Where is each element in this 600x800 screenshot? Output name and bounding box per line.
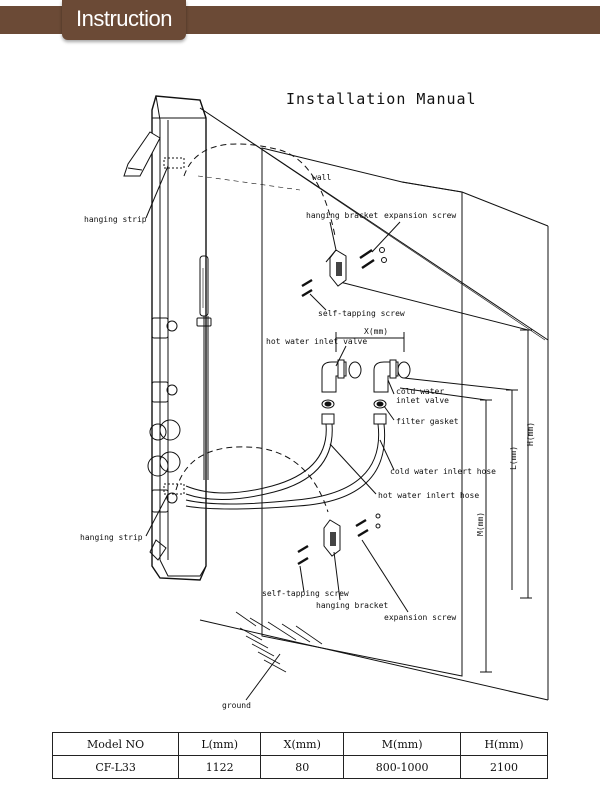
label-dim-m: M(mm): [476, 512, 485, 536]
label-ground: ground: [222, 701, 251, 710]
label-hanging-strip-top: hanging strip: [84, 215, 147, 224]
hot-inlet-hole: [348, 361, 362, 379]
cold-water-hose: [185, 423, 380, 505]
top-expansion-screws: [359, 247, 387, 269]
label-filter-gasket: filter gasket: [396, 417, 459, 426]
label-x-mm: X(mm): [364, 327, 388, 336]
wall-slab: [261, 147, 463, 677]
label-cold-valve-1: cold water: [396, 387, 444, 396]
bottom-hanging-bracket: [323, 519, 341, 557]
label-hanging-strip-bottom: hanging strip: [80, 533, 143, 542]
top-hanging-bracket: [325, 249, 347, 287]
label-dim-h: H(mm): [526, 422, 535, 446]
label-hot-valve: hot water inlet valve: [266, 337, 367, 346]
spec-table: Model NO L(mm) X(mm) M(mm) H(mm) CF-L33 …: [51, 732, 548, 779]
cold-inlet-hole: [397, 361, 411, 379]
spec-header-m: M(mm): [343, 732, 461, 756]
label-self-tapping-top: self-tapping screw: [318, 309, 405, 318]
shower-panel: [123, 95, 212, 581]
label-expansion-screw-bottom: expansion screw: [384, 613, 456, 622]
header-tab: Instruction: [62, 0, 186, 40]
label-cold-valve-2: inlet valve: [396, 396, 449, 405]
spec-header-row: Model NO L(mm) X(mm) M(mm) H(mm): [51, 732, 548, 756]
diagram-title: Installation Manual: [286, 90, 477, 108]
spec-header-model: Model NO: [51, 732, 180, 756]
label-hanging-bracket-top: hanging bracket: [306, 211, 378, 220]
bottom-expansion-screws: [355, 513, 381, 538]
spec-cell-model: CF-L33: [51, 755, 180, 779]
label-self-tapping-bottom: self-tapping screw: [262, 589, 349, 598]
dashed-arc-bottom: [175, 446, 329, 513]
ground-hatching: [235, 611, 323, 673]
label-wall: wall: [312, 173, 331, 182]
hot-inlet-valve: [321, 359, 347, 425]
cold-inlet-valve: [373, 359, 399, 425]
label-dim-l: L(mm): [509, 446, 518, 470]
label-cold-hose: cold water inlert hose: [390, 467, 496, 476]
spec-data-row: CF-L33 1122 80 800-1000 2100: [51, 755, 548, 779]
spec-cell-l: 1122: [178, 755, 262, 779]
dashed-arc-top: [183, 143, 336, 237]
label-hot-hose: hot water inlert hose: [378, 491, 479, 500]
spec-header-h: H(mm): [460, 732, 548, 756]
hot-water-hose: [185, 423, 327, 494]
label-hanging-bracket-bottom: hanging bracket: [316, 601, 388, 610]
spec-cell-m: 800-1000: [343, 755, 461, 779]
page-title: Instruction: [76, 6, 173, 31]
spec-cell-x: 80: [260, 755, 345, 779]
installation-diagram: Installation Manual wall hanging strip h…: [80, 90, 549, 710]
spec-header-l: L(mm): [178, 732, 262, 756]
label-expansion-screw-top: expansion screw: [384, 211, 456, 220]
spec-cell-h: 2100: [460, 755, 548, 779]
spec-header-x: X(mm): [260, 732, 345, 756]
